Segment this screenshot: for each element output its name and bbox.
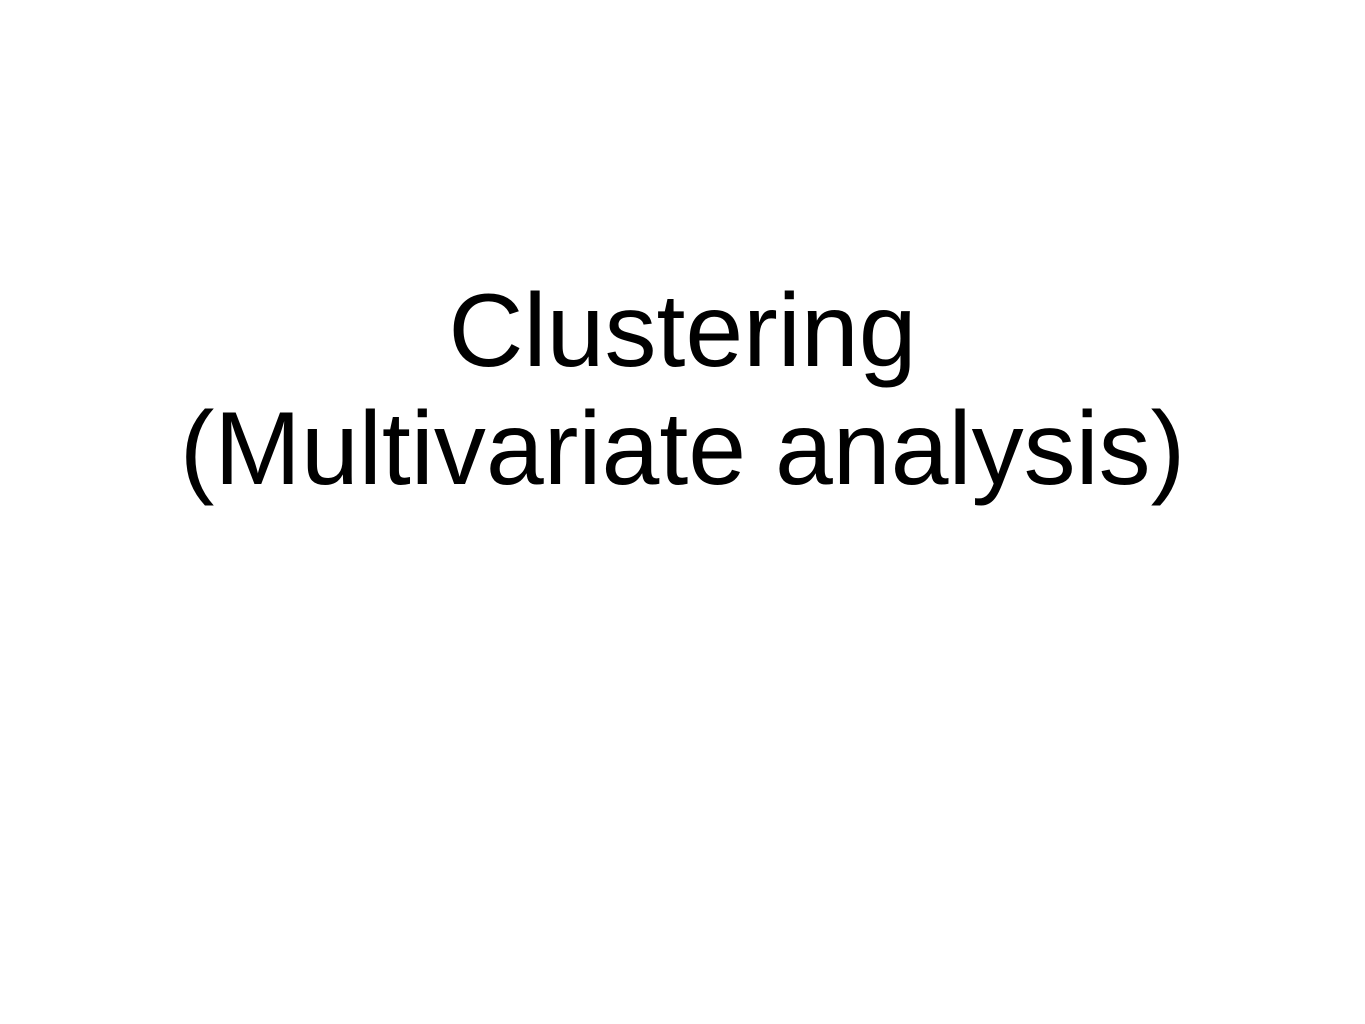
slide-title: Clustering (Multivariate analysis) [0,272,1365,508]
slide-title-line-2: (Multivariate analysis) [179,391,1186,507]
slide-title-line-1: Clustering [448,273,917,389]
